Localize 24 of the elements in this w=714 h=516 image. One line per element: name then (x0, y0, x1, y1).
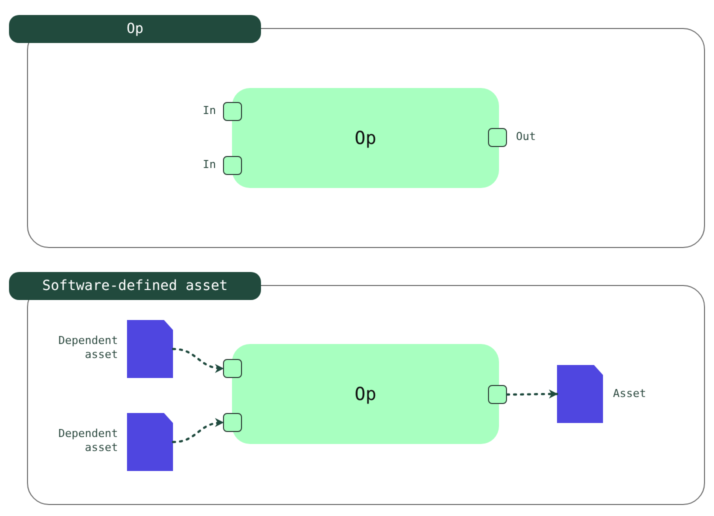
port-square (488, 385, 507, 404)
op-label: Op (354, 128, 376, 148)
section-tab: Software-defined asset (9, 272, 261, 300)
port-square (223, 359, 242, 378)
document-shape (127, 413, 173, 471)
op-box (232, 88, 499, 188)
port-square (223, 102, 242, 121)
section-tab: Op (9, 15, 261, 43)
dotted-arrow (506, 390, 558, 399)
document-shape (557, 365, 603, 423)
port-label: In (202, 104, 216, 118)
op-label: Op (354, 384, 376, 404)
dotted-arrow (172, 418, 224, 444)
port-label: Dependent asset (57, 427, 118, 455)
op-box (232, 344, 499, 444)
dotted-arrow (172, 348, 224, 372)
port-label: Asset (613, 387, 648, 401)
document-shape (127, 320, 173, 378)
port-square (488, 128, 507, 147)
port-label: Dependent asset (57, 334, 118, 362)
port-square (223, 156, 242, 175)
port-square (223, 413, 242, 432)
port-label: In (202, 158, 216, 172)
port-label: Out (516, 130, 537, 144)
